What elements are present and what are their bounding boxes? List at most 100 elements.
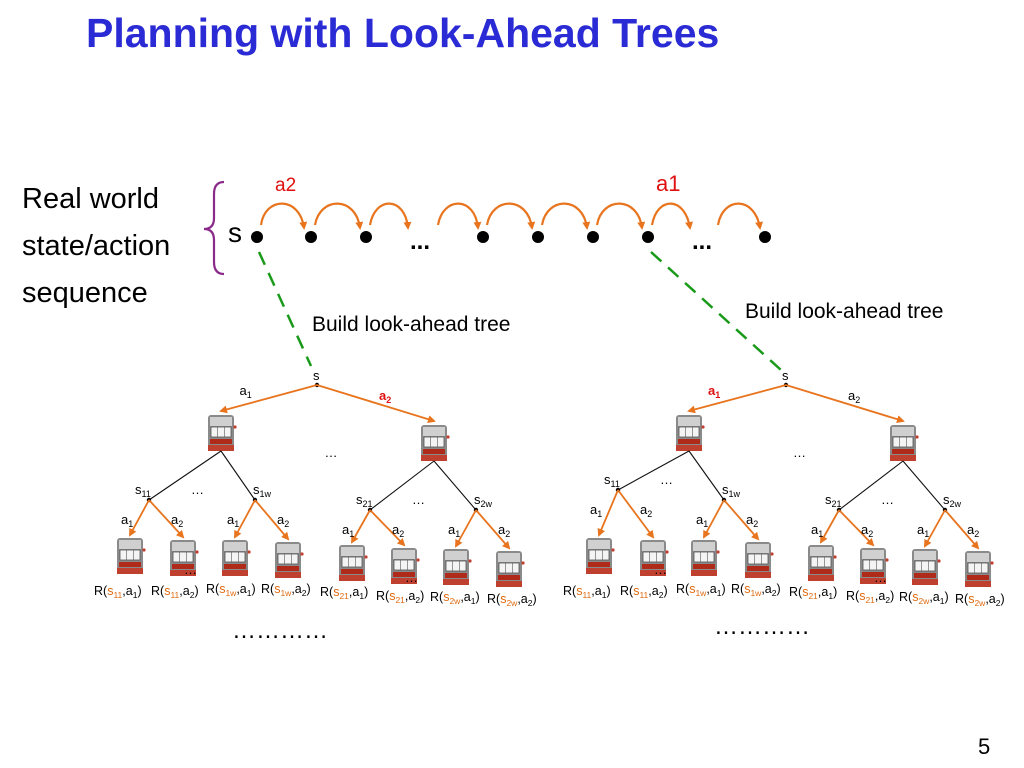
tree-ellipsis: … (184, 562, 197, 577)
reward-label: R(s21,a2) (376, 589, 424, 605)
real-world-label: Real world state/action sequence (22, 176, 170, 317)
reward-label: R(s21,a1) (789, 585, 837, 601)
state-dot (305, 231, 317, 243)
tree-action-arrow (820, 509, 840, 544)
state-dot (587, 231, 599, 243)
left-label-line-3: sequence (22, 277, 148, 309)
tree-state-label: s11 (135, 482, 151, 499)
slot-machine-icon (338, 544, 369, 582)
tree-action-label: a1 (342, 522, 354, 539)
tree-action-label: a1 (811, 522, 823, 539)
dashed-connector-left (257, 251, 313, 367)
action-arcs (259, 202, 764, 230)
reward-label: R(s1w,a2) (731, 582, 781, 598)
action-arc (650, 202, 694, 230)
tree-action-arrow (597, 489, 619, 537)
reward-label: R(s2w,a1) (899, 590, 949, 606)
tree-state-label: s11 (604, 472, 620, 489)
tree-action-label: a1 (708, 383, 720, 400)
action-arc (313, 202, 364, 230)
tree-action-arrow (723, 499, 760, 541)
reward-label: R(s1w,a1) (676, 582, 726, 598)
reward-label: R(s11,a1) (563, 584, 611, 600)
tree-ellipsis: … (793, 445, 806, 460)
slot-machine-icon (585, 537, 616, 575)
tree-transition-line (838, 460, 904, 511)
dashed-connector-right (650, 251, 782, 371)
tree-action-arrow (944, 509, 980, 550)
slot-machine-icon (911, 548, 942, 586)
left-label-line-2: state/action (22, 230, 171, 262)
tree-action-label: a2 (967, 522, 979, 539)
tree-action-label: a1 (448, 522, 460, 539)
tree-action-arrow (617, 489, 655, 539)
tree-ellipsis: … (881, 492, 894, 507)
tree-action-label: a1 (227, 512, 239, 529)
tree-ellipsis: … (405, 570, 418, 585)
tree-action-label: a2 (848, 388, 860, 405)
slot-machine-icon (964, 550, 995, 588)
tree-action-arrow (219, 384, 318, 414)
tree-state-label: s2w (474, 492, 493, 509)
action-arc (485, 202, 536, 230)
action-arc (716, 202, 764, 230)
tree-ellipsis: … (654, 562, 667, 577)
slot-machine-icon (495, 550, 526, 588)
reward-label: R(s21,a2) (846, 589, 894, 605)
tree-trailing-dots: ………… (714, 613, 810, 640)
action-arc (595, 202, 646, 230)
tree-state-label: s21 (825, 492, 842, 509)
tree-action-label: a1 (696, 512, 708, 529)
slot-machine-icon (807, 544, 838, 582)
state-dot (477, 231, 489, 243)
state-dot (759, 231, 771, 243)
reward-label: R(s11,a2) (620, 584, 668, 600)
tree-action-label: a2 (861, 522, 873, 539)
action-arc (540, 202, 591, 230)
tree-state-label: s21 (356, 492, 373, 509)
sequence-ellipsis: ... (692, 228, 712, 255)
action-label-a2: a2 (275, 175, 296, 196)
tree-ellipsis: … (412, 492, 425, 507)
tree-action-label: a2 (277, 512, 289, 529)
reward-label: R(s21,a1) (320, 585, 368, 601)
tree-state-label: s1w (722, 482, 741, 499)
slot-machine-icon (221, 539, 252, 577)
reward-label: R(s2w,a2) (955, 592, 1005, 608)
reward-label: R(s1w,a2) (261, 582, 311, 598)
tree-action-arrow (369, 509, 406, 547)
reward-label: R(s11,a1) (94, 584, 142, 600)
tree-state-label: s1w (253, 482, 272, 499)
slot-machine-icon (207, 414, 238, 452)
action-label-a1: a1 (656, 171, 680, 196)
tree-transition-line (902, 460, 946, 511)
slot-machine-icon (889, 424, 920, 462)
tree-ellipsis: … (325, 445, 338, 460)
tree-trailing-dots: ………… (232, 617, 328, 644)
action-arc (436, 202, 482, 230)
tree-action-arrow (129, 499, 150, 537)
tree-transition-line (433, 460, 477, 511)
slot-machine-icon (690, 539, 721, 577)
tree-action-label: a1 (121, 512, 133, 529)
tree-transition-line (617, 450, 690, 491)
tree-transition-line (148, 450, 222, 501)
state-sequence (251, 231, 771, 243)
tree-action-arrow (703, 499, 725, 539)
reward-label: R(s2w,a1) (430, 590, 480, 606)
tree-action-arrow (838, 509, 875, 547)
tree-action-arrow (785, 384, 905, 424)
action-arc (368, 202, 412, 230)
tree-action-arrow (148, 499, 185, 539)
action-arc (259, 202, 308, 230)
slot-machine-icon (442, 548, 473, 586)
slot-machine-icon (274, 541, 305, 579)
tree-transition-line (369, 460, 435, 511)
tree-action-label: a2 (171, 512, 183, 529)
tree-action-arrow (687, 384, 787, 414)
tree-action-arrow (475, 509, 511, 550)
tree-action-label: a1 (590, 502, 602, 519)
sequence-ellipsis: ... (410, 228, 430, 255)
left-label-line-1: Real world (22, 183, 159, 215)
